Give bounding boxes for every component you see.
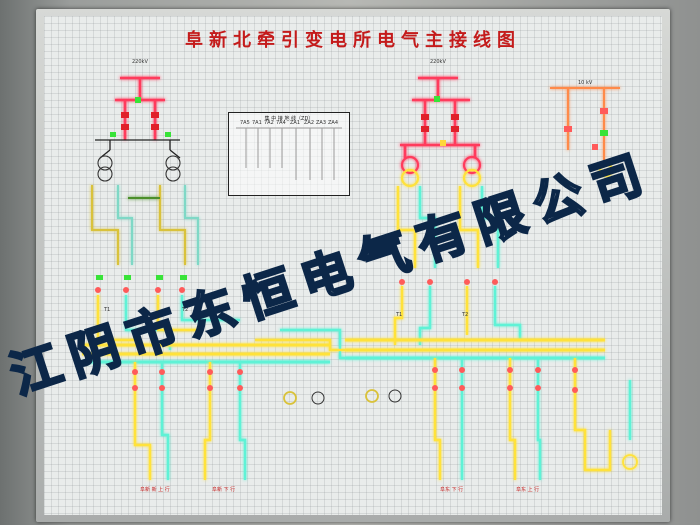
aux-transformer <box>599 163 613 177</box>
left-mid-switches <box>95 275 187 293</box>
right-feeders-glow <box>393 286 522 345</box>
right-27-5-busbars <box>345 338 605 360</box>
legend-title: 集 中 接 地 线（ZD） <box>264 116 314 122</box>
feeder-label-left-b: 阜新 下 行 <box>212 487 236 493</box>
legend-label: ZA2 <box>304 120 315 126</box>
left-incoming-line <box>115 76 165 140</box>
transformer-left-1 <box>97 155 113 182</box>
feeder-label-right-a: 阜东 下 行 <box>440 487 464 493</box>
legend-label: ZA4 <box>328 120 339 126</box>
left-pt-units <box>283 391 325 405</box>
right-secondary-wiring <box>396 186 500 268</box>
aux-10kv-breakers <box>564 108 608 150</box>
right-incoming-voltage: 220kV <box>430 59 446 65</box>
feeder-label-right-b: 阜东 上 行 <box>516 487 540 493</box>
right-outgoing-breakers <box>432 367 578 393</box>
left-outgoing-breakers <box>132 369 243 391</box>
transformer-right-1 <box>400 155 420 188</box>
left-220-breakers <box>110 97 171 137</box>
transformer-label: T2 <box>182 307 189 313</box>
left-busbar-black <box>95 139 181 159</box>
right-mid-switches <box>399 279 498 285</box>
right-outgoing-feeders <box>433 358 632 480</box>
left-feeders-glow <box>96 295 240 350</box>
main-busbar-connection <box>255 328 345 360</box>
transformer-label: T1 <box>104 307 111 313</box>
feeder-label-left-a: 阜新 新 上 行 <box>140 487 170 493</box>
legend-label: 7A2 <box>264 120 274 126</box>
transformer-label: T1 <box>396 312 403 318</box>
left-incoming-voltage: 220kV <box>132 59 148 65</box>
legend-label: 7A4 <box>276 120 286 126</box>
left-secondary-wiring <box>91 185 199 265</box>
right-220-breakers <box>421 96 459 146</box>
left-outgoing-feeders <box>133 362 247 480</box>
transformer-label: T2 <box>462 312 469 318</box>
aux-bus-voltage: 10 kV <box>578 80 593 86</box>
aux-10kv-bus <box>550 87 620 160</box>
transformer-right-2 <box>462 155 482 188</box>
right-pt-units <box>365 389 638 470</box>
legend-label: ZA1 <box>290 120 301 126</box>
legend-label: 7A1 <box>252 120 262 126</box>
grounding-legend: 集 中 接 地 线（ZD） <box>228 112 350 196</box>
legend-label: 7A5 <box>240 120 250 126</box>
left-27-5-busbars <box>82 343 330 364</box>
transformer-left-2 <box>165 155 181 182</box>
board-title: 阜新北牵引变电所电气主接线图 <box>185 30 521 51</box>
legend-label: ZA3 <box>316 120 327 126</box>
